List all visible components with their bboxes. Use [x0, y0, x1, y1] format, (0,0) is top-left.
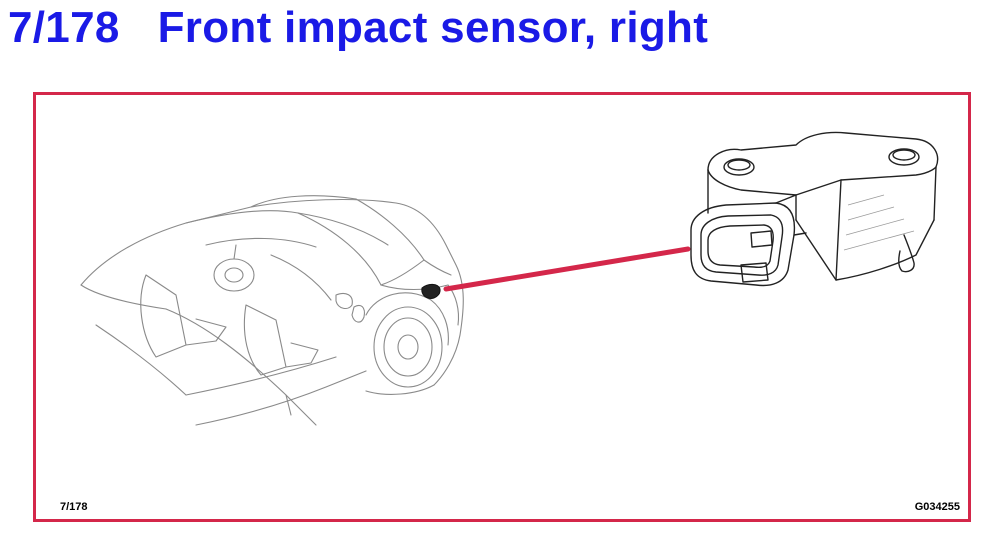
- figure-frame: 7/178 G034255: [33, 92, 971, 522]
- impact-sensor-icon: [690, 131, 939, 287]
- title-ref-number: 7/178: [8, 3, 120, 52]
- title-text: Front impact sensor, right: [157, 3, 709, 52]
- pointer-line: [443, 246, 691, 292]
- figure-code-label: G034255: [914, 501, 960, 513]
- page-title: 7/178 Front impact sensor, right: [8, 2, 708, 54]
- sensor-shading: [843, 194, 915, 251]
- car-icon: [80, 195, 464, 426]
- figure-ref-label: 7/178: [60, 501, 88, 513]
- figure-illustration: [80, 131, 939, 426]
- sensor-location-icon: [421, 283, 441, 299]
